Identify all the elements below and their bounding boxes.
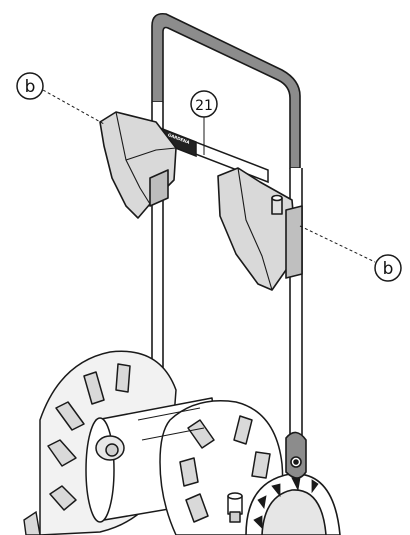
callout-21 [190,90,218,155]
callout-b-left [16,72,105,125]
callout-b-right-label: b [383,259,394,279]
left-bracket [99,111,177,219]
callout-b-right [299,225,402,282]
right-bracket [217,167,303,291]
callout-b-left-label: b [25,77,36,97]
tube-clamp [285,431,307,479]
hose-coupling [227,492,243,523]
wheel [245,473,341,535]
hose-reel [39,350,284,535]
callout-21-label: 21 [195,98,213,114]
frame-foot [23,510,41,535]
